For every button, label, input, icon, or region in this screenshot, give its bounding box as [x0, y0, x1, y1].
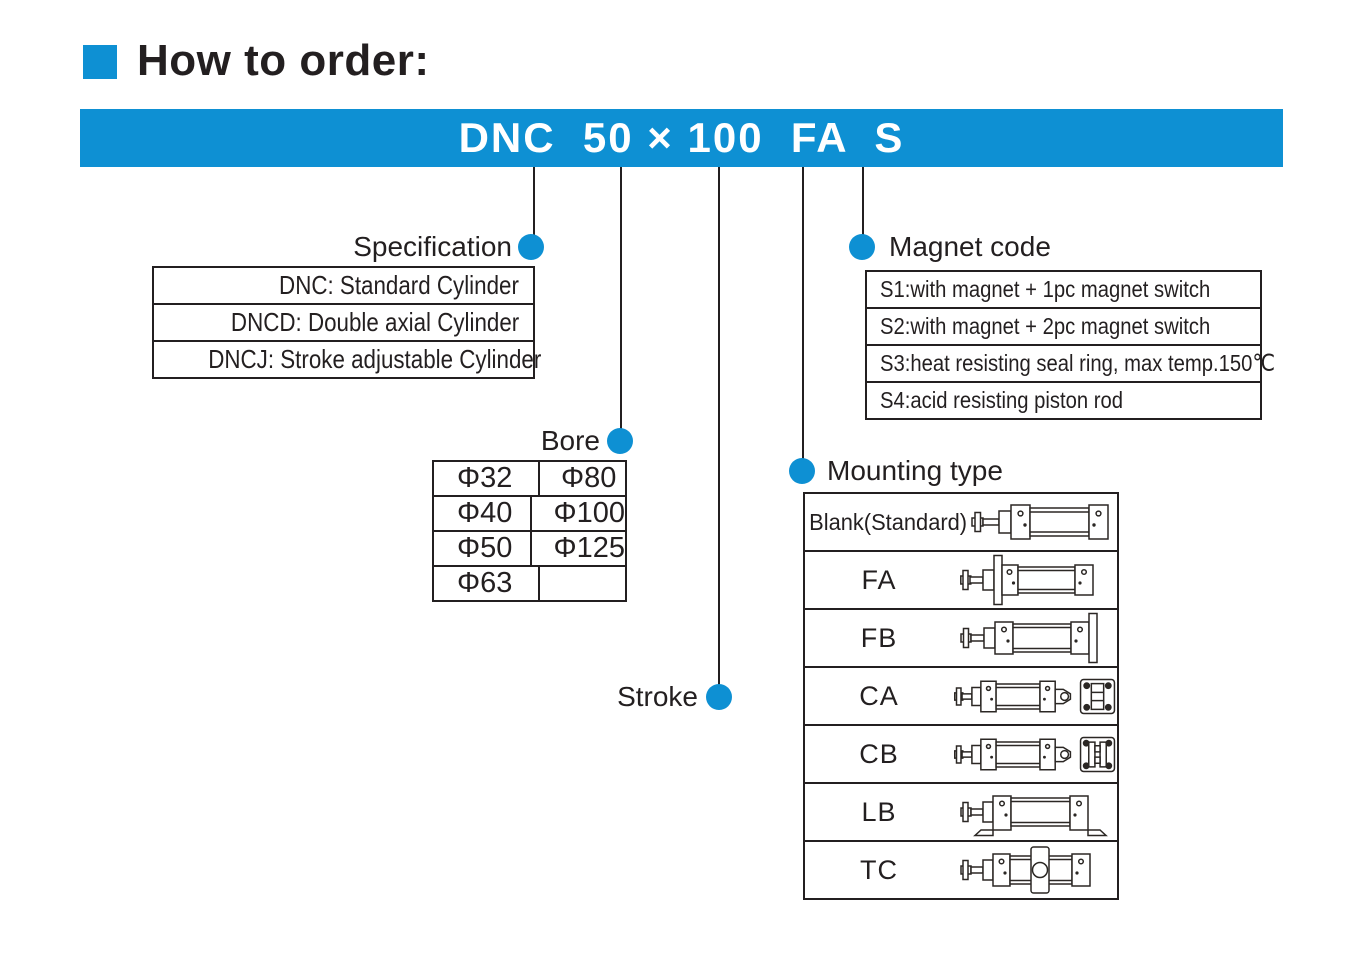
bore-cell: Φ80: [561, 462, 617, 494]
connector-line-stroke: [718, 167, 720, 687]
mounting-code-ca: CA: [859, 680, 899, 711]
mounting-code-blank: Blank(Standard): [809, 508, 968, 535]
specification-table: DNC: Standard Cylinder DNCD: Double axia…: [152, 266, 541, 379]
cylinder-foot-mount-icon: [960, 786, 1110, 838]
magnet-dot-icon: [849, 234, 875, 260]
bore-label: Bore: [540, 425, 600, 456]
magnet-row-s3: S3:heat resisting seal ring, max temp.15…: [880, 350, 1276, 376]
table-row: CB: [805, 724, 1117, 782]
table-row: DNCD: Double axial Cylinder: [154, 303, 533, 340]
mounting-dot-icon: [789, 458, 815, 484]
magnet-row-s1: S1:with magnet + 1pc magnet switch: [880, 276, 1211, 302]
bore-cell: [540, 567, 625, 600]
connector-line-specification: [533, 167, 535, 237]
bore-cell: Φ50: [434, 532, 533, 565]
magnet-code-table: S1:with magnet + 1pc magnet switch S2:wi…: [865, 270, 1275, 420]
order-code-text: DNC 50 × 100 FA S: [458, 114, 905, 161]
table-row: S2:with magnet + 2pc magnet switch: [867, 307, 1260, 344]
bore-cell: Φ125: [553, 532, 625, 564]
table-row: Φ50 Φ125: [434, 530, 625, 565]
specification-label: Specification: [353, 231, 512, 262]
bore-cell: Φ100: [553, 497, 625, 529]
table-row: Φ32 Φ80: [434, 462, 625, 495]
spec-row-dncj: DNCJ: Stroke adjustable Cylinder: [208, 344, 542, 374]
cylinder-center-trunnion-icon: [960, 844, 1110, 896]
bore-dot-icon: [607, 428, 633, 454]
spec-row-dnc: DNC: Standard Cylinder: [279, 270, 519, 300]
section-marker-icon: [83, 45, 117, 79]
table-row: FA: [805, 550, 1117, 608]
bore-cell: Φ40: [434, 497, 533, 530]
cylinder-rear-clevis-bracket-icon: [954, 731, 1074, 778]
table-row: S4:acid resisting piston rod: [867, 381, 1260, 418]
table-row: FB: [805, 608, 1117, 666]
mounting-code-fa: FA: [861, 564, 897, 595]
cylinder-rear-clevis-plate-icon: [954, 673, 1074, 720]
table-row: Φ40 Φ100: [434, 495, 625, 530]
mounting-code-cb: CB: [859, 738, 899, 769]
stroke-dot-icon: [706, 684, 732, 710]
mounting-code-tc: TC: [860, 854, 898, 885]
magnet-row-s4: S4:acid resisting piston rod: [880, 387, 1124, 413]
connector-line-bore: [620, 167, 622, 431]
table-row: S1:with magnet + 1pc magnet switch: [867, 272, 1260, 307]
table-row: CA: [805, 666, 1117, 724]
cylinder-front-flange-icon: [960, 554, 1110, 606]
table-row: Blank(Standard): [805, 494, 1117, 550]
bore-cell: Φ63: [434, 567, 540, 600]
connector-line-mounting: [802, 167, 804, 461]
clevis-mounting-plate-icon: [1079, 678, 1116, 715]
table-row: TC: [805, 840, 1117, 898]
table-row: LB: [805, 782, 1117, 840]
clevis-mounting-bracket-icon: [1079, 736, 1116, 773]
mounting-type-label: Mounting type: [827, 455, 1003, 486]
magnet-code-label: Magnet code: [889, 231, 1051, 262]
connector-line-magnet: [862, 167, 864, 237]
bore-cell: Φ32: [434, 462, 540, 495]
table-row: Φ63: [434, 565, 625, 600]
mounting-type-table: Blank(Standard) FA: [803, 492, 1119, 900]
mounting-code-lb: LB: [861, 796, 897, 827]
table-row: DNC: Standard Cylinder: [154, 268, 533, 303]
page-title: How to order:: [137, 36, 430, 85]
table-row: S3:heat resisting seal ring, max temp.15…: [867, 344, 1275, 381]
table-row: DNCJ: Stroke adjustable Cylinder: [154, 340, 541, 377]
spec-row-dncd: DNCD: Double axial Cylinder: [230, 307, 519, 337]
cylinder-rear-flange-icon: [960, 612, 1110, 664]
bore-table: Φ32 Φ80 Φ40 Φ100 Φ50 Φ125 Φ63: [432, 460, 627, 602]
magnet-row-s2: S2:with magnet + 2pc magnet switch: [880, 313, 1211, 339]
specification-dot-icon: [518, 234, 544, 260]
cylinder-standard-icon: [971, 496, 1121, 548]
stroke-label: Stroke: [617, 681, 698, 712]
order-code-banner: DNC 50 × 100 FA S: [80, 109, 1283, 167]
mounting-code-fb: FB: [860, 622, 898, 653]
